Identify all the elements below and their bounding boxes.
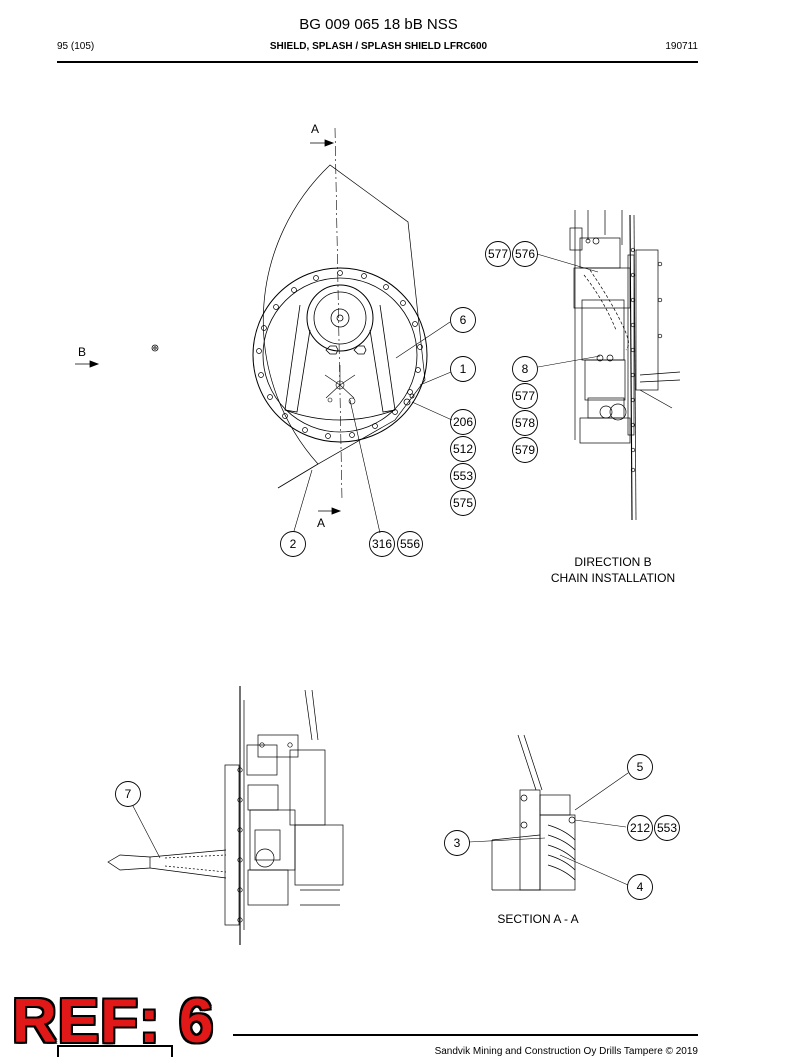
header-divider bbox=[57, 61, 698, 63]
callout-1: 1 bbox=[450, 356, 476, 382]
direction-marker: B bbox=[78, 345, 86, 359]
main-view bbox=[75, 127, 428, 515]
svg-text:7: 7 bbox=[125, 787, 132, 801]
svg-text:576: 576 bbox=[515, 247, 535, 261]
direction-b-view bbox=[569, 210, 681, 521]
callout-206: 206 bbox=[450, 409, 476, 435]
reference-tag: REF: 6 bbox=[12, 987, 215, 1056]
svg-text:206: 206 bbox=[453, 415, 473, 429]
flange-bolt-holes bbox=[256, 270, 423, 439]
callout-575: 575 bbox=[450, 490, 476, 516]
callout-553-section: 553 bbox=[654, 815, 680, 841]
svg-text:577: 577 bbox=[488, 247, 508, 261]
callout-577: 577 bbox=[512, 383, 538, 409]
section-marker-top: A bbox=[311, 122, 319, 136]
svg-text:578: 578 bbox=[515, 416, 535, 430]
callout-512: 512 bbox=[450, 436, 476, 462]
svg-text:5: 5 bbox=[637, 760, 644, 774]
callout-8: 8 bbox=[512, 356, 538, 382]
svg-text:553: 553 bbox=[453, 469, 473, 483]
section-aa-view bbox=[491, 734, 576, 891]
svg-text:2: 2 bbox=[290, 537, 297, 551]
callout-577-top: 577 bbox=[485, 241, 511, 267]
svg-text:8: 8 bbox=[522, 362, 529, 376]
callout-212: 212 bbox=[627, 815, 653, 841]
svg-text:556: 556 bbox=[400, 537, 420, 551]
callout-553: 553 bbox=[450, 463, 476, 489]
footer-divider bbox=[233, 1034, 698, 1036]
svg-text:3: 3 bbox=[454, 836, 461, 850]
callout-579: 579 bbox=[512, 437, 538, 463]
section-title: SHIELD, SPLASH / SPLASH SHIELD LFRC600 bbox=[269, 41, 488, 52]
callout-556: 556 bbox=[397, 531, 423, 557]
callout-578: 578 bbox=[512, 410, 538, 436]
callout-2: 2 bbox=[280, 531, 306, 557]
direction-b-title: DIRECTION B bbox=[574, 555, 651, 569]
svg-text:212: 212 bbox=[630, 821, 650, 835]
callout-576: 576 bbox=[512, 241, 538, 267]
svg-text:512: 512 bbox=[453, 442, 473, 456]
svg-text:4: 4 bbox=[637, 880, 644, 894]
callout-6: 6 bbox=[450, 307, 476, 333]
side-view bbox=[107, 686, 344, 945]
chain-installation-title: CHAIN INSTALLATION bbox=[551, 571, 675, 585]
svg-text:553: 553 bbox=[657, 821, 677, 835]
callout-7: 7 bbox=[115, 781, 141, 807]
section-marker-bottom: A bbox=[317, 516, 325, 530]
svg-text:575: 575 bbox=[453, 496, 473, 510]
svg-text:1: 1 bbox=[460, 362, 467, 376]
company-logo bbox=[57, 1045, 173, 1057]
svg-text:6: 6 bbox=[460, 313, 467, 327]
section-aa-title: SECTION A - A bbox=[497, 912, 578, 926]
footer-copyright: Sandvik Mining and Construction Oy Drill… bbox=[434, 1046, 698, 1057]
callout-316: 316 bbox=[369, 531, 395, 557]
page-number: 95 (105) bbox=[57, 41, 95, 52]
svg-text:579: 579 bbox=[515, 443, 535, 457]
callout-5: 5 bbox=[627, 754, 653, 780]
document-title: BG 009 065 18 bB NSS bbox=[299, 16, 458, 33]
date-code: 190711 bbox=[665, 41, 698, 52]
callout-4: 4 bbox=[627, 874, 653, 900]
svg-text:316: 316 bbox=[372, 537, 392, 551]
callout-3: 3 bbox=[444, 830, 470, 856]
svg-text:577: 577 bbox=[515, 389, 535, 403]
